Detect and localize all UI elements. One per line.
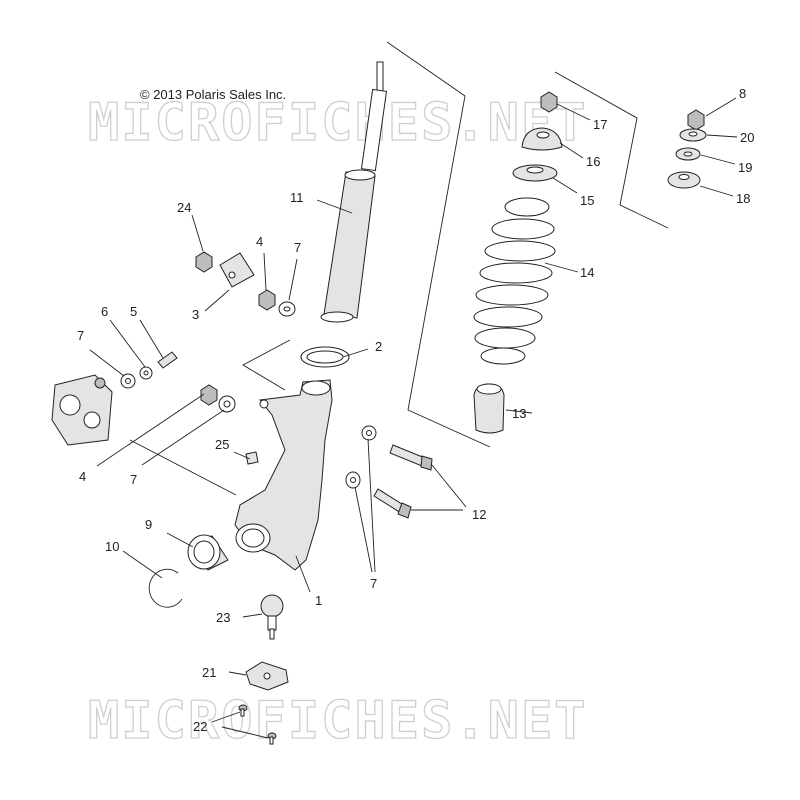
- screw-22-a: [238, 704, 248, 717]
- callout-15: 15: [580, 193, 594, 208]
- spring-seat: [512, 164, 558, 182]
- callout-11: 11: [290, 190, 304, 205]
- callout-21: 21: [202, 665, 216, 680]
- callout-13: 13: [512, 406, 526, 421]
- callout-17: 17: [593, 117, 607, 132]
- callout-7-mid: 7: [130, 472, 137, 487]
- washer-7-top: [278, 301, 296, 317]
- washer-7-mid: [218, 395, 236, 413]
- washer-19: [675, 147, 701, 161]
- callout-7-top: 7: [294, 240, 301, 255]
- callout-2: 2: [375, 339, 382, 354]
- washer-6: [139, 366, 153, 380]
- bushing-18: [667, 171, 701, 189]
- callout-8: 8: [739, 86, 746, 101]
- spring-cap: [521, 127, 563, 151]
- nut-17: [540, 91, 558, 113]
- nut-8: [687, 109, 705, 131]
- callout-19: 19: [738, 160, 752, 175]
- callout-23: 23: [216, 610, 230, 625]
- callout-18: 18: [736, 191, 750, 206]
- callout-24: 24: [177, 200, 191, 215]
- callout-6: 6: [101, 304, 108, 319]
- leader-lines: [89, 97, 738, 739]
- watermark-bottom: MICROFICHES.NET: [88, 691, 588, 751]
- bolt-12-b: [373, 488, 412, 519]
- callout-14: 14: [580, 265, 594, 280]
- callout-1: 1: [315, 593, 322, 608]
- callout-12: 12: [472, 507, 486, 522]
- brake-caliper: [51, 374, 113, 446]
- callout-20: 20: [740, 130, 754, 145]
- copyright-text: © 2013 Polaris Sales Inc.: [140, 87, 286, 102]
- washer-7-right-a: [361, 425, 377, 441]
- nut-24: [195, 251, 213, 273]
- steering-knuckle: [234, 379, 333, 571]
- callout-16: 16: [586, 154, 600, 169]
- nut-4-top: [258, 289, 276, 311]
- callout-10: 10: [105, 539, 119, 554]
- clamp-3: [219, 252, 255, 288]
- bolt-5: [157, 351, 178, 369]
- callout-7-right: 7: [370, 576, 377, 591]
- bracket-mount-kit: [554, 71, 669, 229]
- callout-3: 3: [192, 307, 199, 322]
- retainer-plate: [245, 661, 289, 691]
- watermark-top: MICROFICHES.NET: [88, 93, 588, 153]
- callout-labels: 1 2 3 4 4 5 6 7 7 7 7 8 9 10 11 12 13 14…: [77, 86, 754, 734]
- washer-7-left: [120, 373, 136, 389]
- seal-ring: [300, 346, 350, 368]
- bracket-shock-assembly: [386, 41, 491, 448]
- callout-5: 5: [130, 304, 137, 319]
- coil-spring: [473, 197, 556, 365]
- washer-20: [679, 128, 707, 142]
- callout-22: 22: [193, 719, 207, 734]
- nut-4-mid: [200, 384, 218, 406]
- bump-stop: [473, 383, 505, 434]
- callout-7-left: 7: [77, 328, 84, 343]
- bleeder-25: [245, 451, 259, 465]
- bearing: [187, 534, 229, 571]
- snap-ring: [148, 568, 183, 608]
- callout-4-top: 4: [256, 234, 263, 249]
- screw-22-b: [267, 732, 277, 745]
- callout-9: 9: [145, 517, 152, 532]
- bolt-12-a: [389, 444, 433, 471]
- washer-7-right-b: [345, 471, 361, 489]
- callout-4-bottom: 4: [79, 469, 86, 484]
- ball-joint: [260, 594, 284, 640]
- shock-absorber: [320, 61, 388, 323]
- callout-25: 25: [215, 437, 229, 452]
- bracket-knuckle-caliper: [242, 339, 291, 391]
